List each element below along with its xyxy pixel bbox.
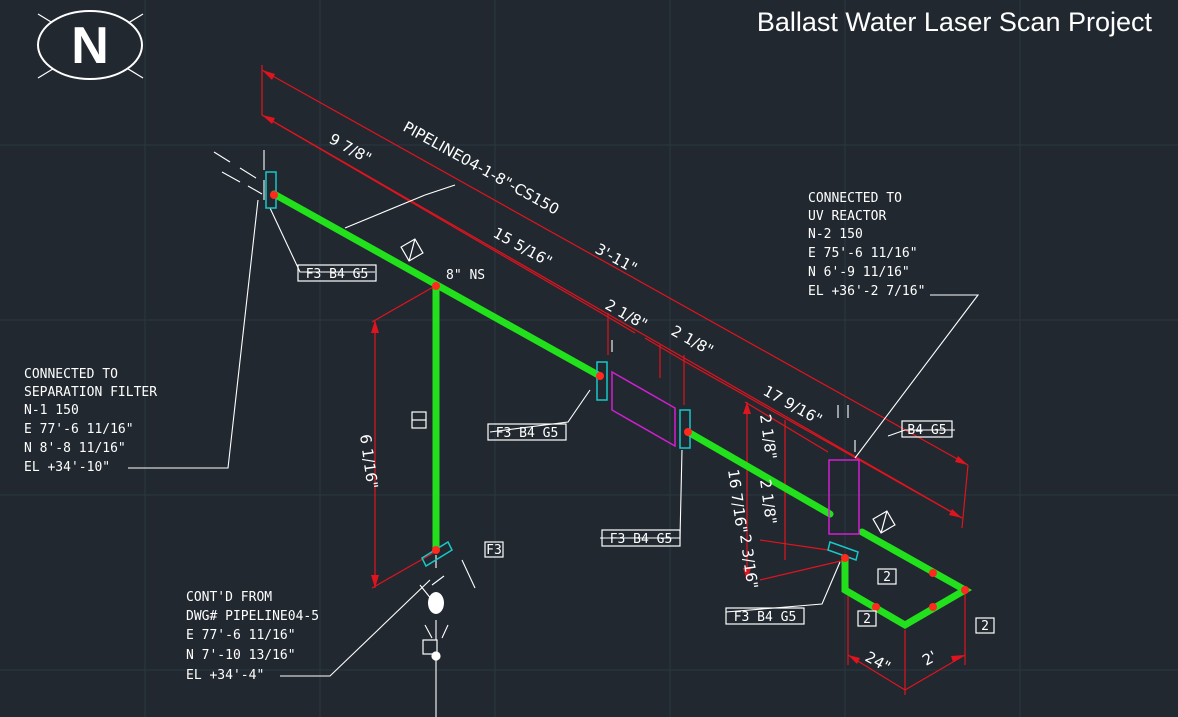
note-line: N 6'-9 11/16" bbox=[808, 265, 910, 280]
note-line: E 75'-6 11/16" bbox=[808, 246, 918, 261]
tag-box: F3 bbox=[484, 541, 504, 558]
note-line: UV REACTOR bbox=[808, 209, 886, 224]
tag-box: F3 B4 G5 bbox=[601, 529, 681, 547]
inline-components bbox=[611, 370, 860, 535]
note-line: DWG# PIPELINE04-5 bbox=[186, 609, 319, 624]
note-line: CONNECTED TO bbox=[808, 191, 902, 206]
note-line: N-2 150 bbox=[808, 227, 863, 242]
tag-label: F3 B4 G5 bbox=[610, 532, 673, 547]
tag-box: F3 B4 G5 bbox=[725, 607, 805, 625]
pipe-end-cap-icon bbox=[428, 592, 444, 614]
tag-label: F3 B4 G5 bbox=[306, 267, 369, 282]
note-line: SEPARATION FILTER bbox=[24, 385, 157, 400]
valve-symbol-icon bbox=[422, 639, 441, 661]
note-line: EL +36'-2 7/16" bbox=[808, 284, 925, 299]
tag-label: F3 bbox=[486, 543, 502, 558]
note-line: N 8'-8 11/16" bbox=[24, 441, 126, 456]
tag-label: 2 bbox=[981, 619, 989, 634]
north-arrow-icon: N bbox=[37, 10, 144, 80]
tag-label: F3 B4 G5 bbox=[734, 610, 797, 625]
note-line: E 77'-6 11/16" bbox=[24, 422, 134, 437]
note-separation-filter: CONNECTED TO SEPARATION FILTER N-1 150 E… bbox=[24, 367, 157, 475]
support-symbols bbox=[400, 238, 896, 534]
note-line: CONNECTED TO bbox=[24, 367, 118, 382]
note-line: E 77'-6 11/16" bbox=[186, 628, 296, 643]
flanges bbox=[265, 171, 859, 568]
tag-label: 2 bbox=[863, 612, 871, 627]
note-contd-from: CONT'D FROM DWG# PIPELINE04-5 E 77'-6 11… bbox=[186, 590, 319, 683]
note-line: EL +34'-10" bbox=[24, 460, 110, 475]
note-line: N-1 150 bbox=[24, 403, 79, 418]
tag-box: 2 bbox=[857, 610, 877, 627]
tag-box: B4 G5 bbox=[901, 420, 953, 438]
north-arrow-letter: N bbox=[71, 17, 109, 75]
weld-points bbox=[270, 191, 969, 611]
dimension-arrowheads bbox=[262, 70, 968, 664]
note-line: EL +34'-4" bbox=[186, 668, 264, 683]
tag-box: 2 bbox=[877, 568, 897, 585]
tag-box: F3 B4 G5 bbox=[297, 264, 377, 282]
tag-label: F3 B4 G5 bbox=[496, 426, 559, 441]
nominal-size-label: 8" NS bbox=[446, 268, 485, 283]
note-line: N 7'-10 13/16" bbox=[186, 648, 296, 663]
drawing-title: Ballast Water Laser Scan Project bbox=[757, 7, 1153, 37]
tag-box: 2 bbox=[975, 617, 995, 634]
tag-box: F3 B4 G5 bbox=[487, 423, 567, 441]
tag-label: 2 bbox=[883, 570, 891, 585]
note-line: CONT'D FROM bbox=[186, 590, 272, 605]
tag-label: B4 G5 bbox=[907, 423, 946, 438]
note-uv-reactor: CONNECTED TO UV REACTOR N-2 150 E 75'-6 … bbox=[808, 191, 925, 299]
